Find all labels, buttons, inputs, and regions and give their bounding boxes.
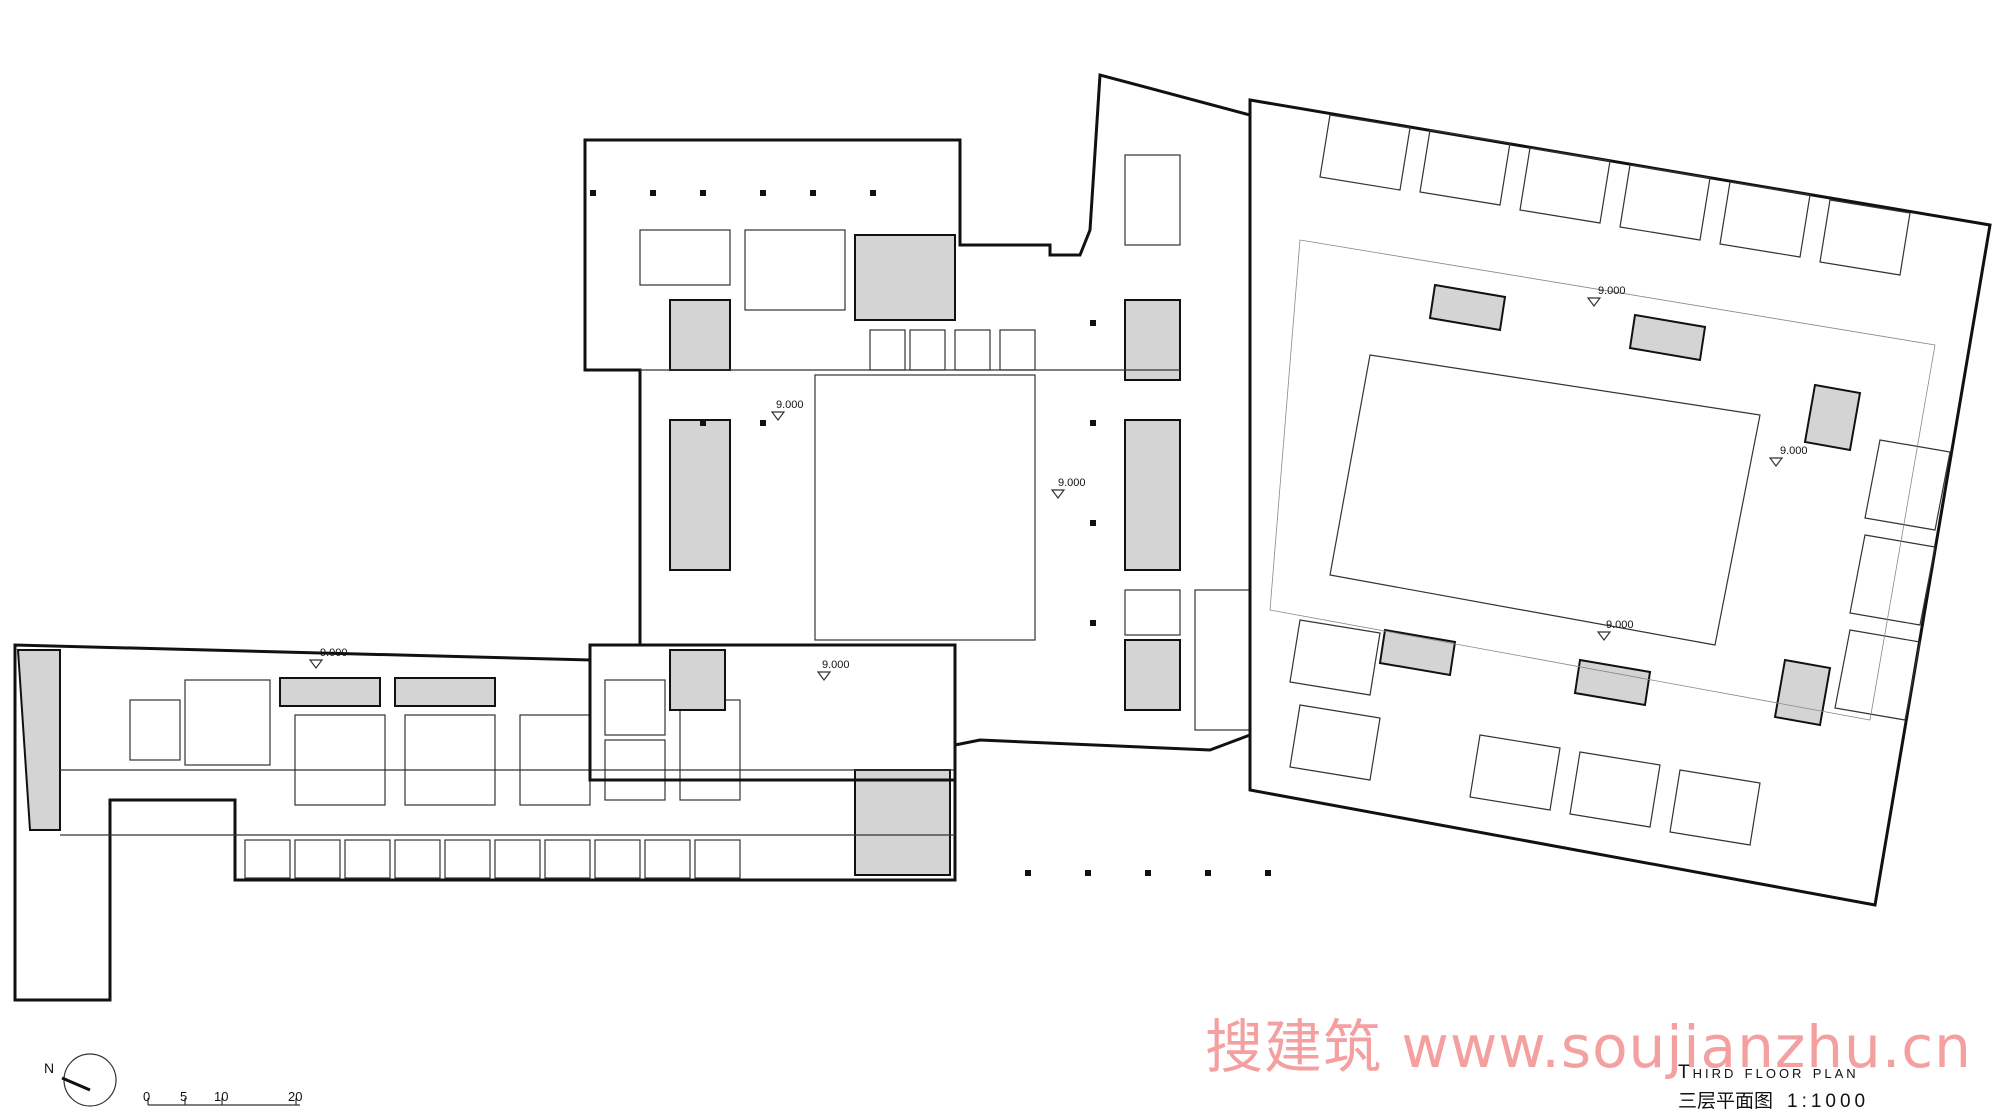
elevation-mark: 9.000: [1586, 285, 1626, 307]
left-wing-rooms: [129, 679, 741, 879]
core-left-1: [279, 677, 381, 707]
drawing-title-chinese-text: 三层平面图: [1678, 1090, 1774, 1112]
north-label: N: [44, 1060, 55, 1076]
scale-tick-label: 0: [143, 1089, 150, 1104]
right-block-outline: [1248, 98, 1992, 907]
core-left-2: [394, 677, 496, 707]
elevation-label: 9.000: [1780, 445, 1808, 457]
elevation-mark: 9.000: [308, 647, 348, 669]
scale-tick-label: 20: [288, 1089, 302, 1104]
drawing-scale: 1:1000: [1787, 1091, 1870, 1112]
north-circle: [63, 1053, 117, 1107]
elevation-label: 9.000: [1598, 285, 1626, 297]
elevation-mark: 9.000: [816, 659, 850, 681]
central-block-outline: [583, 73, 1252, 782]
elevation-label: 9.000: [320, 647, 348, 659]
core-center-1: [669, 299, 731, 371]
elevation-label: 9.000: [822, 659, 850, 671]
ring-corridor: [1269, 239, 1936, 721]
core-right-4: [1573, 658, 1652, 707]
elevation-label: 9.000: [1606, 619, 1634, 631]
elevation-label: 9.000: [1058, 477, 1086, 489]
drawing-title-english: Third floor plan: [1678, 1062, 1859, 1083]
core-center-6: [1124, 419, 1181, 571]
elevation-mark: 9.000: [1768, 445, 1808, 467]
core-center-7: [1124, 639, 1181, 711]
courtyard-void: [1329, 354, 1761, 646]
elevation-markers: 9.000 9.000 9.000 9.000 9.000 9.000 9.00…: [308, 285, 1808, 681]
core-center-5: [1124, 299, 1181, 381]
left-end-stair-core: [16, 649, 61, 831]
core-right-6: [1773, 658, 1832, 727]
structural-columns: [590, 190, 1271, 876]
core-center-4: [854, 234, 956, 321]
core-right-3: [1378, 628, 1457, 677]
core-right-1: [1428, 283, 1507, 332]
elevation-mark: 9.000: [1050, 477, 1086, 499]
core-right-2: [1628, 313, 1707, 362]
core-right-5: [1803, 383, 1862, 452]
scale-tick-label: 5: [180, 1089, 187, 1104]
north-pointer: [61, 1076, 91, 1092]
elevation-label: 9.000: [776, 399, 804, 411]
elevation-mark: 9.000: [770, 399, 804, 421]
right-block-rooms: [1289, 114, 1951, 846]
right-block: [1248, 98, 1992, 907]
central-block: [583, 73, 1252, 782]
drawing-title-chinese: 三层平面图 1:1000: [1678, 1086, 1869, 1113]
left-wing: [13, 643, 957, 1002]
scale-bar: 0 5 10 20: [143, 1089, 302, 1106]
core-center-3: [669, 649, 726, 711]
central-atrium-void: [814, 374, 1036, 641]
watermark: 搜建筑 www.soujianzhu.cn: [1205, 1013, 1972, 1081]
core-left-3: [854, 769, 951, 876]
north-arrow: [61, 1053, 117, 1107]
core-center-2: [669, 419, 731, 571]
scale-tick-label: 10: [214, 1089, 228, 1104]
elevation-mark: 9.000: [1596, 619, 1634, 641]
